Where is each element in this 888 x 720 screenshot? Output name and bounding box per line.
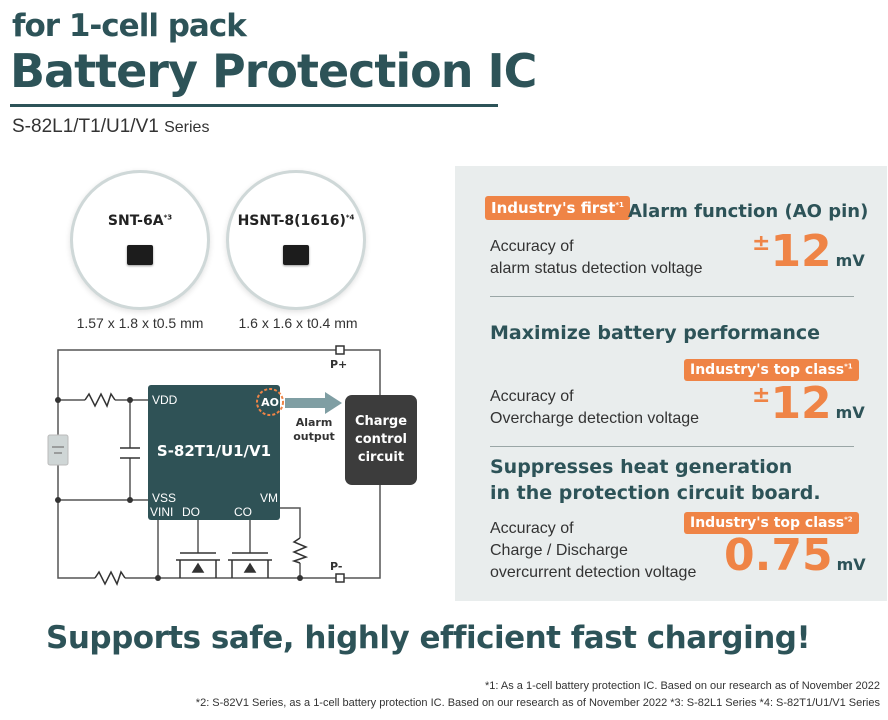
pin-ao: AO xyxy=(261,396,279,409)
series-suffix: Series xyxy=(164,119,210,136)
footnote-1: *1: As a 1-cell battery protection IC. B… xyxy=(485,680,880,692)
ic-block xyxy=(148,385,280,520)
divider xyxy=(490,446,854,447)
alarm-function-heading: Alarm function (AO pin) xyxy=(628,201,869,222)
pin-vdd: VDD xyxy=(152,393,178,407)
package-dimensions: 1.6 x 1.6 x t0.4 mm xyxy=(238,315,358,331)
package-name: SNT-6A*3 xyxy=(107,213,173,229)
package-dimensions: 1.57 x 1.8 x t0.5 mm xyxy=(76,315,204,331)
ao-pin-highlight xyxy=(256,388,284,416)
pin-vini: VINI xyxy=(150,505,173,519)
charge-control-box xyxy=(345,395,417,485)
page-title: Battery Protection IC xyxy=(10,44,537,98)
package-name: HSNT-8(1616)*4 xyxy=(237,213,355,229)
pin-vss: VSS xyxy=(152,491,176,505)
series-name: S-82L1/T1/U1/V1 xyxy=(12,116,159,137)
pack-subtitle: for 1-cell pack xyxy=(12,8,247,44)
overcurrent-desc-2: Charge / Discharge xyxy=(490,542,628,559)
ic-name: S-82T1/U1/V1 xyxy=(157,442,271,460)
pin-co: CO xyxy=(234,505,252,519)
industry-first-badge: Industry's first*1 xyxy=(485,196,630,220)
resistor-icon xyxy=(84,392,116,408)
alarm-desc-2: alarm status detection voltage xyxy=(490,260,703,277)
battery-icon xyxy=(47,434,69,466)
title-underline xyxy=(10,104,498,107)
battery-performance-heading: Maximize battery performance xyxy=(490,322,821,344)
series-label: S-82L1/T1/U1/V1 Series xyxy=(12,116,209,138)
overcharge-desc-1: Accuracy of xyxy=(490,388,574,405)
p-minus-terminal xyxy=(335,573,345,583)
mosfet-icon xyxy=(176,552,220,578)
slogan: Supports safe, highly efficient fast cha… xyxy=(46,620,811,656)
p-plus-label: P+ xyxy=(330,358,347,371)
footnote-2: *2: S-82V1 Series, as a 1-cell battery p… xyxy=(195,697,880,709)
top-class-badge: Industry's top class*2 xyxy=(684,512,859,534)
chip-icon xyxy=(127,245,153,265)
pin-do: DO xyxy=(182,505,200,519)
arrow-icon xyxy=(285,392,342,414)
p-plus-terminal xyxy=(335,345,345,355)
resistor-icon xyxy=(94,570,126,586)
p-minus-label: P- xyxy=(330,560,342,573)
pin-vm: VM xyxy=(260,491,278,505)
heat-heading-2: in the protection circuit board. xyxy=(490,482,821,504)
heat-heading-1: Suppresses heat generation xyxy=(490,456,793,478)
alarm-label: Alarm xyxy=(296,416,333,429)
circuit-label: circuit xyxy=(358,450,404,465)
overcurrent-desc-3: overcurrent detection voltage xyxy=(490,564,697,581)
top-class-badge: Industry's top class*1 xyxy=(684,359,859,381)
package-snt6a-circle: SNT-6A*3 xyxy=(70,170,210,310)
package-hsnt8-circle: HSNT-8(1616)*4 xyxy=(226,170,366,310)
circuit-diagram: P+ P- S-82T1/U1/V1 VDD VSS VINI DO CO VM… xyxy=(47,345,417,586)
mosfet-icon xyxy=(228,552,272,578)
capacitor-icon xyxy=(120,447,140,459)
output-label: output xyxy=(293,430,335,443)
chip-icon xyxy=(283,245,309,265)
divider xyxy=(490,296,854,297)
charge-label: Charge xyxy=(355,414,407,429)
control-label: control xyxy=(355,432,407,447)
resistor-icon xyxy=(291,537,309,564)
alarm-desc-1: Accuracy of xyxy=(490,238,574,255)
overcurrent-desc-1: Accuracy of xyxy=(490,520,574,537)
overcharge-desc-2: Overcharge detection voltage xyxy=(490,410,700,427)
